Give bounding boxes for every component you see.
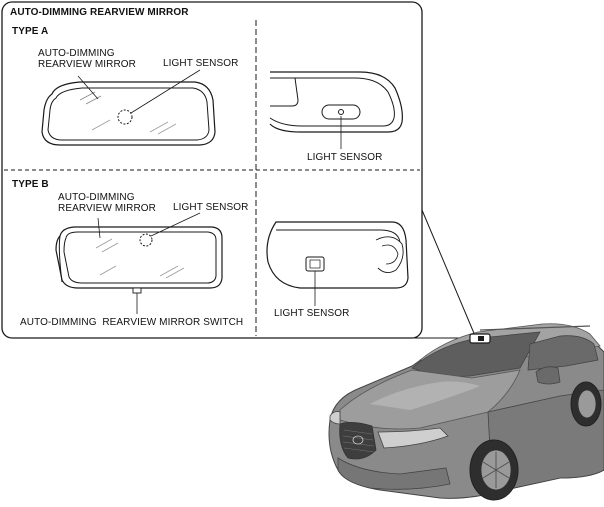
type-a-mirror-label: AUTO-DIMMING REARVIEW MIRROR [38,48,136,70]
type-a-heading: TYPE A [12,26,49,37]
type-b-mirror-rear [266,221,409,289]
type-b-sensor-label-rear: LIGHT SENSOR [274,308,350,319]
type-b-light-sensor-rear [305,256,325,272]
type-b-heading: TYPE B [12,179,49,190]
type-a-sensor-label-front: LIGHT SENSOR [163,58,239,69]
type-a-light-sensor-front [117,109,133,125]
type-b-switch [132,287,142,294]
vehicle-illustration [328,323,604,501]
type-a-mirror-rear [269,71,403,133]
type-b-mirror-label: AUTO-DIMMING REARVIEW MIRROR [58,192,156,214]
type-b-switch-label: AUTO-DIMMING REARVIEW MIRROR SWITCH [20,317,244,328]
type-b-light-sensor-front [139,233,153,247]
callout-pointer [421,209,477,339]
diagram-title: AUTO-DIMMING REARVIEW MIRROR [10,7,189,18]
type-b-mirror-front [55,226,223,294]
type-a-mirror-front [41,81,216,146]
type-a-sensor-label-rear: LIGHT SENSOR [307,152,383,163]
type-a-light-sensor-rear [338,109,344,115]
type-b-sensor-label-front: LIGHT SENSOR [173,202,249,213]
